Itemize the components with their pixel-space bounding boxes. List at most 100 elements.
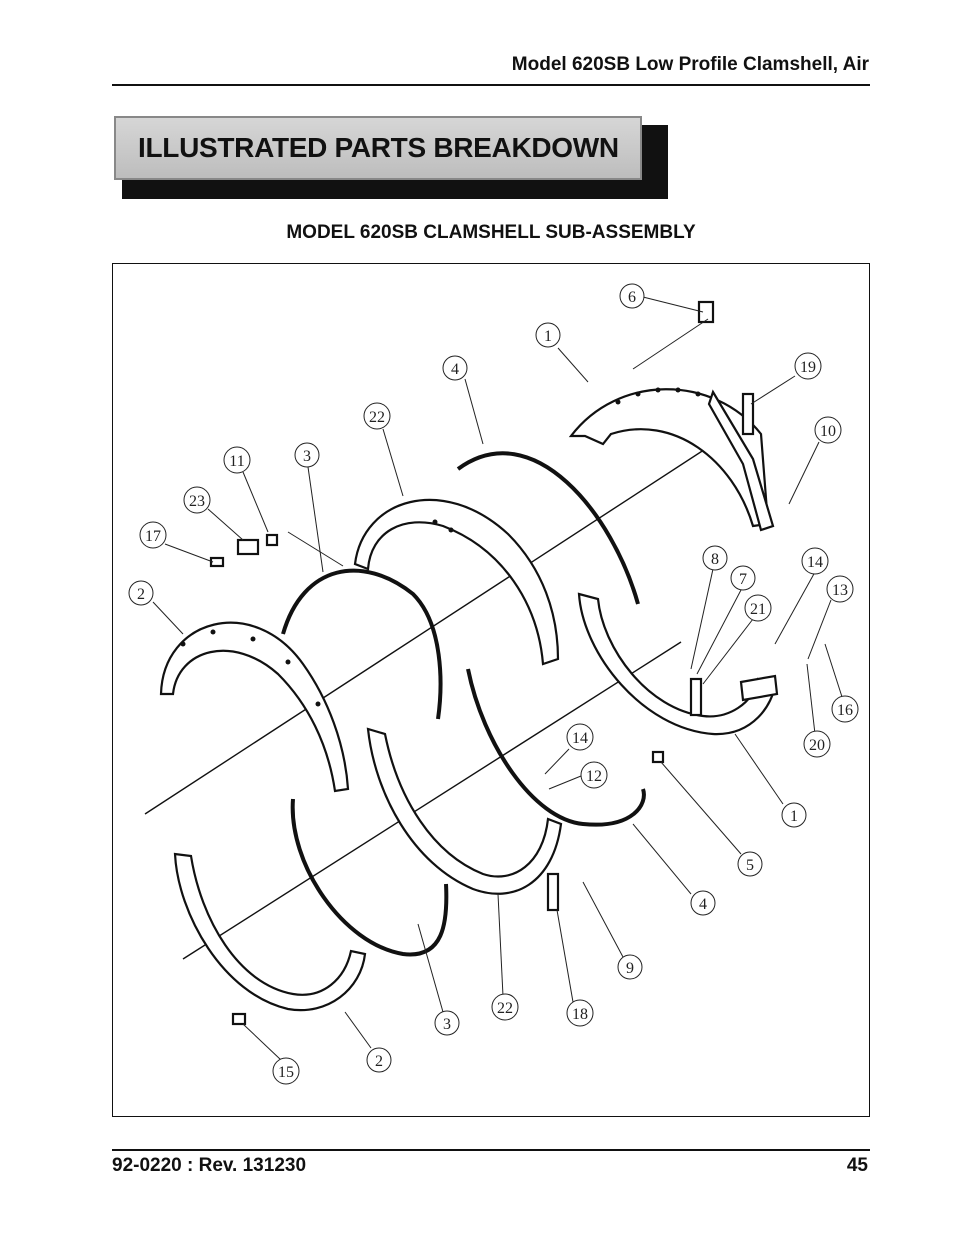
leader-6 xyxy=(642,296,704,313)
clamp-ring-2-upper xyxy=(159,621,350,793)
svg-text:3: 3 xyxy=(303,448,311,465)
retainer-ring-lower xyxy=(366,727,563,895)
document-number: 92-0220 : Rev. 131230 xyxy=(112,1155,307,1176)
pin-11 xyxy=(265,533,279,547)
callout-1b: 1 xyxy=(781,802,807,828)
callout-22b: 22 xyxy=(491,993,519,1021)
center-axis-lower xyxy=(182,641,682,960)
header-rule xyxy=(112,84,870,86)
callout-7: 7 xyxy=(730,565,756,591)
callout-1: 1 xyxy=(535,322,561,348)
upper-clamshell-flange xyxy=(707,389,775,532)
clamp-ring-2-lower xyxy=(173,852,367,1012)
callout-4: 4 xyxy=(442,355,468,381)
seal-ring-lower xyxy=(466,668,646,827)
bolt-hole xyxy=(285,659,291,665)
bolt-18 xyxy=(546,872,560,912)
leader-11 xyxy=(242,471,269,533)
svg-text:23: 23 xyxy=(189,493,205,510)
svg-text:4: 4 xyxy=(451,361,459,378)
svg-text:5: 5 xyxy=(746,857,754,874)
exploded-view-drawing: 6 1 4 19 22 10 11 3 23 17 2 8 7 14 13 21… xyxy=(128,283,859,1085)
leader-1 xyxy=(557,347,589,383)
svg-text:10: 10 xyxy=(820,423,836,440)
svg-text:1: 1 xyxy=(544,328,552,345)
leader-20 xyxy=(806,663,816,735)
eyebolt-6 xyxy=(697,300,715,324)
callout-4b: 4 xyxy=(690,890,716,916)
callout-20: 20 xyxy=(803,730,831,758)
bolt-hole xyxy=(250,636,256,642)
bolt-hole xyxy=(675,387,681,393)
bolt-hole xyxy=(210,629,216,635)
leader-19 xyxy=(750,375,796,405)
screw-15 xyxy=(231,1012,247,1026)
leader-23 xyxy=(207,508,244,541)
seal-ring-3-lower xyxy=(290,798,449,957)
svg-text:2: 2 xyxy=(375,1053,383,1070)
callout-9: 9 xyxy=(617,954,643,980)
callout-21: 21 xyxy=(744,594,772,622)
parts-diagram: 6 1 4 19 22 10 11 3 23 17 2 8 7 14 13 21… xyxy=(112,263,870,1117)
callout-10: 10 xyxy=(814,416,842,444)
svg-text:15: 15 xyxy=(278,1064,294,1081)
leader-17 xyxy=(164,543,214,563)
callout-16: 16 xyxy=(831,695,859,723)
bolt-hole xyxy=(448,527,454,533)
callout-5: 5 xyxy=(737,851,763,877)
svg-text:7: 7 xyxy=(739,571,747,588)
lower-clamshell-flange xyxy=(739,674,779,702)
leader-5 xyxy=(660,761,742,855)
callout-13: 13 xyxy=(826,575,854,603)
svg-text:2: 2 xyxy=(137,586,145,603)
bolt-hole xyxy=(695,391,701,397)
nut-5 xyxy=(651,750,665,764)
bolt-hole xyxy=(315,701,321,707)
callout-14: 14 xyxy=(801,547,829,575)
retainer-ring-upper xyxy=(353,498,560,666)
svg-text:13: 13 xyxy=(832,582,848,599)
svg-text:21: 21 xyxy=(750,601,766,618)
bracket-23 xyxy=(236,538,260,556)
page-number: 45 xyxy=(846,1155,868,1176)
leader-18 xyxy=(556,909,574,1003)
svg-text:1: 1 xyxy=(790,808,798,825)
bolt-hole xyxy=(655,387,661,393)
upper-clamshell xyxy=(568,388,770,528)
svg-text:6: 6 xyxy=(628,289,636,306)
seal-ring-upper xyxy=(456,451,640,605)
callout-2: 2 xyxy=(128,580,154,606)
callout-6: 6 xyxy=(619,283,645,309)
screw-17 xyxy=(209,556,225,568)
section-banner: ILLUSTRATED PARTS BREAKDOWN xyxy=(114,116,642,180)
bolt-hole xyxy=(635,391,641,397)
callout-2b: 2 xyxy=(366,1047,392,1073)
leader-21 xyxy=(702,618,754,685)
eyebolt-lead xyxy=(632,318,709,370)
svg-text:17: 17 xyxy=(145,528,161,545)
svg-text:3: 3 xyxy=(443,1016,451,1033)
spring-21 xyxy=(689,677,703,717)
section-title: ILLUSTRATED PARTS BREAKDOWN xyxy=(138,132,619,163)
svg-text:22: 22 xyxy=(369,409,385,426)
leader-22b xyxy=(497,893,504,997)
leader-3b xyxy=(417,923,444,1013)
callout-18: 18 xyxy=(566,999,594,1027)
seal-ring-3-upper xyxy=(281,568,443,720)
leader-2b xyxy=(344,1011,372,1049)
diagram-title: MODEL 620SB CLAMSHELL SUB-ASSEMBLY xyxy=(286,222,696,243)
leader-1b xyxy=(734,733,784,805)
callout-17: 17 xyxy=(139,521,167,549)
leader-9 xyxy=(582,881,624,958)
center-axis-upper xyxy=(144,443,714,815)
callout-19: 19 xyxy=(794,352,822,380)
svg-text:20: 20 xyxy=(809,737,825,754)
svg-text:9: 9 xyxy=(626,960,634,977)
callout-12: 12 xyxy=(580,761,608,789)
svg-text:14: 14 xyxy=(807,554,823,571)
leader-7 xyxy=(696,589,742,675)
callout-15: 15 xyxy=(272,1057,300,1085)
leader-14 xyxy=(774,571,816,645)
callout-8: 8 xyxy=(702,545,728,571)
leader-13 xyxy=(807,599,832,660)
